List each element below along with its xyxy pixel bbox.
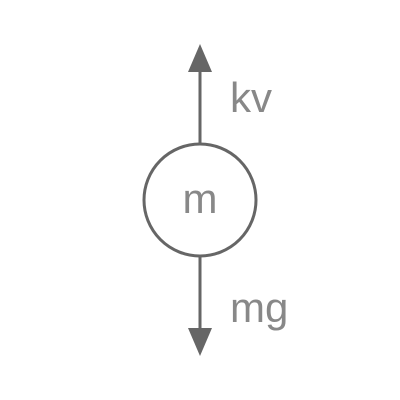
downward-force-label: mg (230, 284, 288, 331)
downward-force-arrowhead (188, 328, 212, 356)
upward-force-arrowhead (188, 44, 212, 72)
mass-label: m (183, 175, 218, 222)
upward-force-label: kv (230, 74, 272, 121)
